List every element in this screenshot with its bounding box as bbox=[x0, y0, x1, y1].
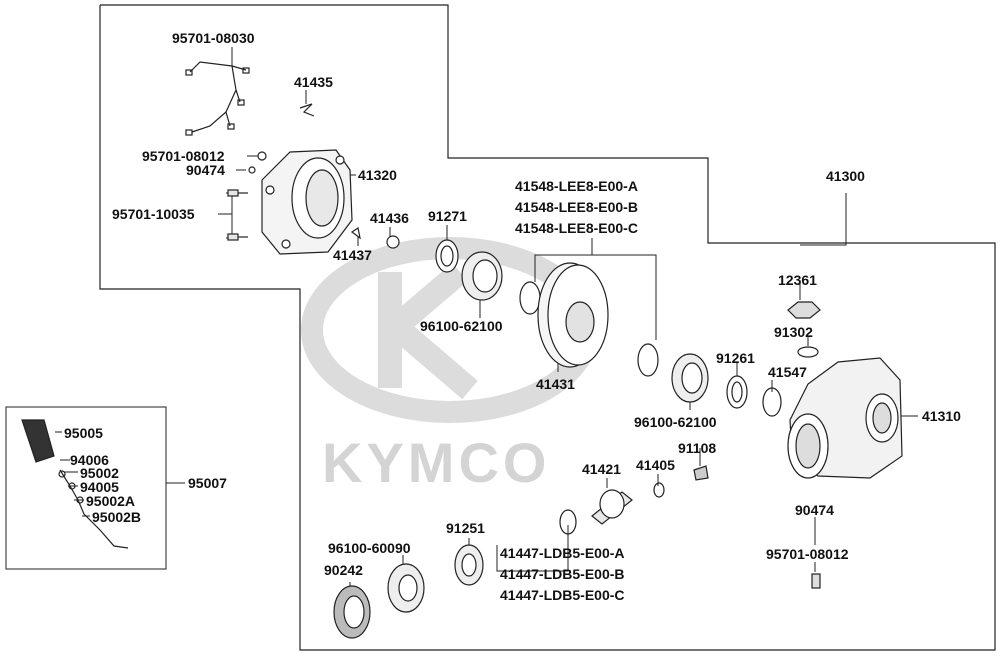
label-95002B: 95002B bbox=[92, 509, 142, 525]
bearing-96100-62100-b-icon bbox=[671, 353, 709, 403]
bearing-96100-62100-a-icon bbox=[461, 251, 503, 301]
label-91271: 91271 bbox=[428, 208, 467, 224]
label-41320: 41320 bbox=[358, 167, 397, 183]
label-41547: 41547 bbox=[768, 364, 807, 380]
seal-90242-icon bbox=[333, 585, 371, 639]
label-41431: 41431 bbox=[536, 376, 575, 392]
pin-41437-icon bbox=[350, 227, 361, 240]
label-95007: 95007 bbox=[188, 475, 227, 491]
plug-91108-icon bbox=[693, 465, 709, 481]
label-41548-b: 41548-LEE8-E00-B bbox=[515, 199, 638, 215]
ring-41548-icon bbox=[519, 281, 541, 315]
clip-91302-icon bbox=[797, 346, 819, 358]
label-41437: 41437 bbox=[333, 247, 372, 263]
label-95701-08012-top: 95701-08012 bbox=[142, 148, 225, 164]
label-41405: 41405 bbox=[636, 457, 675, 473]
label-41447-b: 41447-LDB5-E00-B bbox=[500, 566, 625, 582]
label-90474-bottom: 90474 bbox=[795, 502, 834, 518]
label-12361: 12361 bbox=[778, 272, 817, 288]
boot-95005-icon bbox=[21, 419, 55, 463]
label-95005: 95005 bbox=[64, 425, 103, 441]
inset-box-95007 bbox=[5, 406, 167, 570]
label-95701-08030: 95701-08030 bbox=[172, 30, 255, 46]
label-41548-a: 41548-LEE8-E00-A bbox=[515, 178, 638, 194]
cap-12361-icon bbox=[787, 301, 821, 319]
housing-41310-icon bbox=[787, 357, 903, 479]
pinion-shaft-41421-icon bbox=[591, 489, 633, 525]
label-41300: 41300 bbox=[826, 168, 865, 184]
ring-41548c-icon bbox=[637, 343, 659, 377]
gear-41431-icon bbox=[537, 262, 609, 368]
label-41548-c: 41548-LEE8-E00-C bbox=[515, 220, 638, 236]
label-95002A: 95002A bbox=[86, 493, 136, 509]
plug-41436-icon bbox=[386, 235, 400, 249]
label-41310: 41310 bbox=[922, 408, 961, 424]
bearing-96100-60090-icon bbox=[387, 563, 425, 613]
label-91251: 91251 bbox=[446, 520, 485, 536]
label-95701-08012-bottom: 95701-08012 bbox=[766, 546, 849, 562]
label-41435: 41435 bbox=[294, 74, 333, 90]
bolt-95701-08012-icon bbox=[248, 151, 267, 174]
bolts-95701-10035-icon bbox=[227, 189, 248, 241]
ring-41547-icon bbox=[762, 387, 782, 417]
label-41447-a: 41447-LDB5-E00-A bbox=[500, 545, 625, 561]
seal-91261-icon bbox=[726, 375, 748, 409]
cover-41320-icon bbox=[261, 149, 353, 255]
label-96100-62100-a: 96100-62100 bbox=[420, 318, 503, 334]
wire-harness-icon bbox=[185, 61, 250, 136]
label-94005: 94005 bbox=[80, 479, 119, 495]
label-41421: 41421 bbox=[582, 461, 621, 477]
section-boundary bbox=[99, 4, 996, 651]
clip-41435-icon bbox=[299, 103, 315, 117]
label-96100-62100-b: 96100-62100 bbox=[634, 414, 717, 430]
label-96100-60090: 96100-60090 bbox=[328, 540, 411, 556]
clip-41405-icon bbox=[653, 482, 665, 498]
label-91302: 91302 bbox=[774, 324, 813, 340]
cable-95007-icon bbox=[58, 469, 129, 549]
seal-91251-icon bbox=[454, 544, 484, 586]
label-90474-top: 90474 bbox=[186, 162, 225, 178]
label-91108: 91108 bbox=[678, 440, 717, 456]
label-41447-c: 41447-LDB5-E00-C bbox=[500, 587, 625, 603]
label-95701-10035: 95701-10035 bbox=[112, 206, 195, 222]
label-90242: 90242 bbox=[324, 562, 363, 578]
seal-91271-icon bbox=[435, 239, 459, 273]
label-94006: 94006 bbox=[70, 452, 109, 468]
label-91261: 91261 bbox=[716, 350, 755, 366]
label-95002: 95002 bbox=[80, 465, 119, 481]
kymco-watermark-text: KYMCO bbox=[322, 431, 551, 494]
bolt-95701-08012-b-icon bbox=[811, 573, 821, 589]
ring-41447-icon bbox=[559, 509, 577, 535]
label-41436: 41436 bbox=[370, 210, 409, 226]
